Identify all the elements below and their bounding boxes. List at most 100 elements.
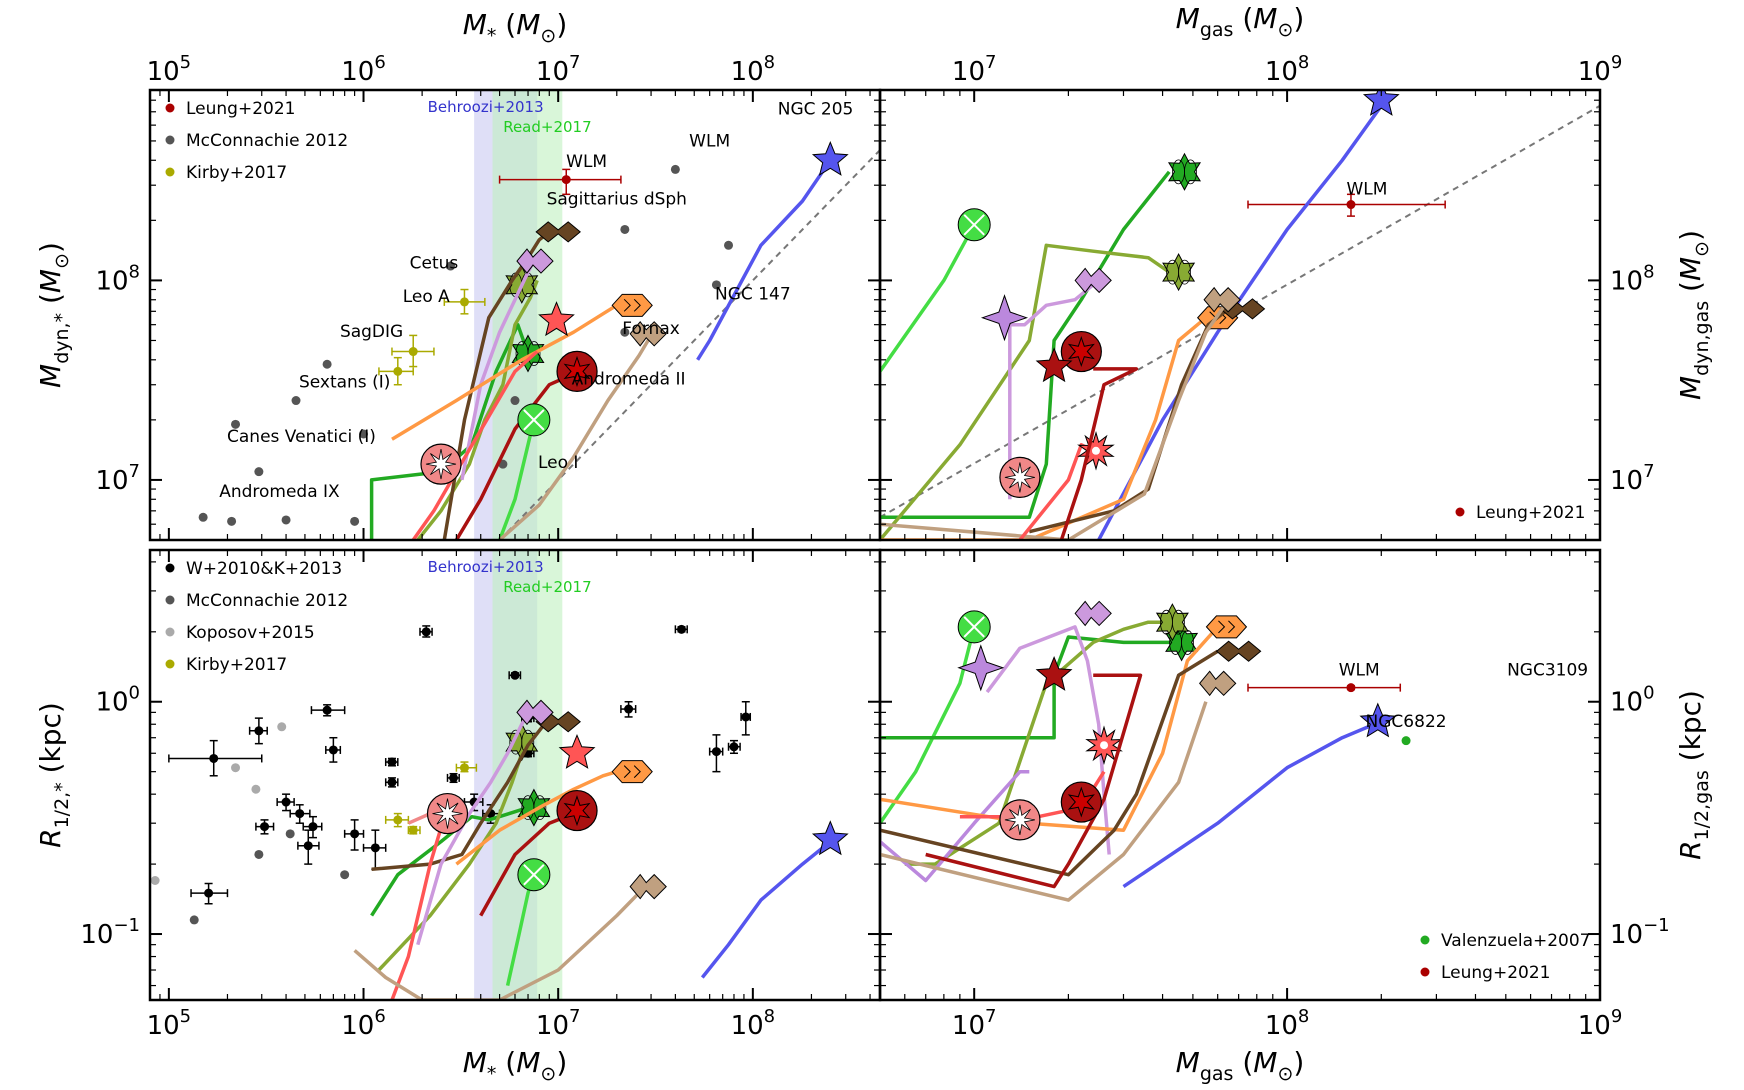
data-point (295, 809, 305, 819)
marker-xcircle-3-x (963, 616, 985, 638)
marker-burst-11-core (1100, 741, 1109, 750)
marker-hexstar-4-b (1178, 259, 1191, 285)
legend-marker (165, 627, 175, 637)
data-point (209, 753, 219, 763)
data-point (510, 670, 520, 680)
track-5 (1008, 283, 1095, 500)
track-8 (416, 709, 532, 946)
track-9 (455, 770, 618, 866)
data-point (308, 822, 318, 832)
panel-frame (878, 88, 1602, 542)
marker-xcircle-11-x (523, 409, 545, 431)
plot-area (880, 600, 1600, 902)
marker-fourstar-6 (980, 294, 1029, 342)
marker-xcircle-2-x (963, 214, 985, 236)
x-tick-label: 108 (731, 52, 776, 87)
track-8 (1028, 307, 1230, 534)
reference-line (498, 149, 880, 540)
data-point (322, 705, 332, 715)
x-tick-label: 109 (1578, 1006, 1623, 1041)
marker-zigzag-8 (1205, 615, 1248, 639)
galaxy-label: NGC3109 (1507, 660, 1588, 680)
marker-zigzag-9-z (623, 765, 641, 779)
data-point (408, 825, 418, 835)
data-point (254, 467, 264, 477)
data-point (561, 175, 571, 185)
track-7 (880, 316, 1208, 540)
band-label-1: Read+2017 (503, 578, 591, 596)
marker-xcircle-12-x (523, 864, 545, 886)
legend-marker (1420, 935, 1430, 945)
marker-bolt-7 (516, 248, 554, 274)
galaxy-label: Fornax (622, 319, 680, 339)
marker-crossdiamond-9 (1215, 640, 1262, 662)
data-point (198, 512, 208, 522)
marker-bolt-8 (516, 699, 554, 726)
galaxy-label: WLM (566, 152, 607, 172)
track-7 (880, 769, 1030, 883)
track-9 (411, 350, 539, 540)
track-4 (700, 840, 832, 979)
data-point (254, 726, 264, 736)
track-9 (880, 298, 1231, 540)
galaxy-label: NGC6822 (1366, 712, 1447, 732)
galaxy-label: WLM (1339, 660, 1380, 680)
data-point (359, 429, 369, 439)
track-12 (925, 673, 1143, 889)
marker-star-3 (811, 140, 849, 176)
data-point (1401, 736, 1411, 746)
marker-star-9 (538, 301, 575, 337)
y-tick-label: 10−1 (1610, 915, 1670, 950)
marker-hexstar-5-b (1172, 609, 1185, 635)
legend-marker (165, 563, 175, 573)
marker-zigzag-9 (611, 760, 653, 784)
galaxy-label: Sagittarius dSph (547, 190, 687, 210)
galaxy-label: WLM (689, 131, 730, 151)
data-point (231, 763, 241, 773)
marker-star-1 (1362, 90, 1400, 116)
track-12 (498, 334, 653, 540)
bottom-right-x-title: Mgas (M⊙) (1176, 1046, 1305, 1085)
track-4 (880, 635, 1179, 740)
track-7 (371, 720, 555, 872)
data-point (393, 815, 403, 825)
data-point (620, 327, 630, 337)
x-tick-label: 108 (731, 1006, 776, 1041)
marker-circlestar-10-inner (563, 355, 591, 387)
track-3 (696, 159, 832, 361)
data-point (446, 261, 456, 271)
legend-entry: Leung+2021 (1476, 503, 1585, 523)
legend-entry: Valenzuela+2007 (1441, 931, 1591, 951)
data-point (277, 722, 287, 732)
band-label-0: Behroozi+2013 (428, 98, 544, 116)
data-point (350, 829, 360, 839)
data-point (711, 280, 721, 290)
bottom-right-y-title: R1/2,gas (kpc) (1674, 690, 1713, 860)
track-1 (1097, 104, 1383, 540)
plot-area (150, 550, 849, 1000)
marker-burst-10-core (1091, 446, 1100, 455)
legend-marker (1420, 967, 1430, 977)
plot-area (880, 90, 1600, 540)
marker-spiral-14-inner (1004, 804, 1035, 835)
x-tick-label: 107 (952, 1006, 997, 1041)
legend-marker (165, 167, 175, 177)
legend-marker (165, 595, 175, 605)
x-tick-label: 107 (536, 52, 581, 87)
data-point (322, 359, 332, 369)
panel-frame (878, 548, 1602, 1002)
bottom-left-x-title: M* (M⊙) (463, 1046, 568, 1085)
y-tick-label: 100 (95, 683, 140, 718)
data-point (150, 875, 160, 885)
track-4 (880, 243, 1171, 540)
x-tick-label: 108 (1265, 52, 1310, 87)
data-point (421, 627, 431, 637)
data-point (676, 624, 686, 634)
data-point (204, 888, 214, 898)
marker-star-2 (1359, 702, 1397, 738)
data-point (328, 745, 338, 755)
marker-zigzag-8-z (623, 298, 641, 312)
marker-spiral-13-inner (1004, 462, 1035, 493)
